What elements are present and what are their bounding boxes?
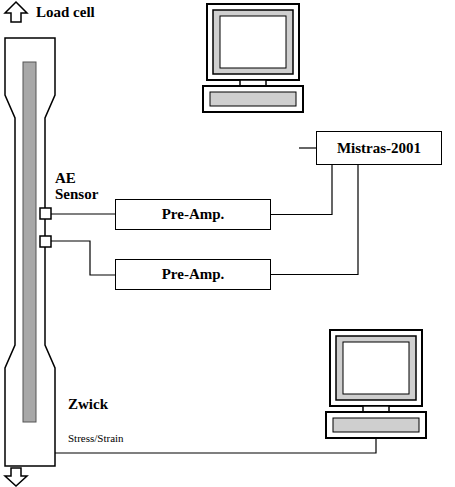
- sensor-cable: [51, 241, 115, 275]
- computer-icon: [326, 330, 426, 438]
- annotation-label: Load cell: [36, 4, 95, 20]
- preamp-box: Pre-Amp.: [115, 259, 271, 290]
- box-label: Pre-Amp.: [162, 266, 225, 283]
- ae-sensor: [40, 236, 51, 247]
- box-label: Mistras-2001: [337, 140, 421, 157]
- load-arrow: [5, 468, 27, 486]
- analyzer-box: Mistras-2001: [316, 131, 442, 165]
- specimen: [23, 62, 36, 422]
- ae-sensor: [40, 208, 51, 219]
- signal-cable: [271, 165, 358, 275]
- test-machine-grips: [5, 38, 55, 466]
- load-arrow: [5, 2, 27, 22]
- box-label: Pre-Amp.: [162, 206, 225, 223]
- data-cable: [299, 147, 316, 148]
- sensor-cable: [51, 213, 115, 214]
- computer-icon: [203, 4, 303, 112]
- annotation-label: Zwick: [68, 396, 108, 412]
- preamp-box: Pre-Amp.: [115, 199, 271, 230]
- annotation-label: AE Sensor: [55, 170, 115, 202]
- signal-cable: [271, 165, 332, 215]
- annotation-label: Stress/Strain: [68, 430, 124, 446]
